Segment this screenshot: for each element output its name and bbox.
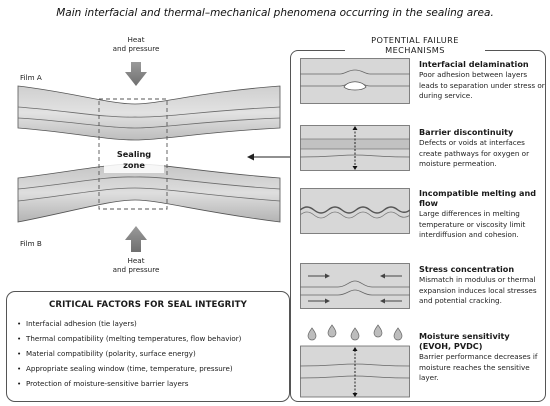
heat-label-bottom-line2: and pressure	[112, 265, 160, 274]
mechanism-1-desc: Poor adhesion between layers leads to se…	[419, 70, 545, 100]
sealing-zone-line2: zone	[123, 160, 145, 170]
list-item: Thermal compatibility (melting temperatu…	[17, 331, 279, 346]
figure-title: Main interfacial and thermal–mechanical …	[56, 7, 494, 19]
mechanism-3-title: Incompatible melting and flow	[419, 188, 537, 208]
failure-mechanisms-heading: POTENTIAL FAILURE MECHANISMS	[345, 35, 485, 55]
stress-concentration-illustration	[300, 263, 410, 309]
film-b-label: Film B	[20, 239, 42, 248]
water-drop-icon	[373, 324, 383, 338]
heat-label-top-line1: Heat	[127, 35, 145, 44]
mechanism-5-title: Moisture sensitivity (EVOH, PVDC)	[419, 331, 510, 351]
water-drop-icon	[327, 324, 337, 338]
mechanism-3-desc: Large differences in melting temperature…	[419, 209, 526, 239]
mechanism-4-title: Stress concentration	[419, 264, 515, 274]
delamination-illustration	[300, 58, 410, 104]
critical-factors-heading: CRITICAL FACTORS FOR SEAL INTEGRITY	[49, 300, 247, 310]
water-drop-icon	[393, 327, 403, 341]
melting-flow-illustration	[300, 188, 410, 234]
critical-factors-list: Interfacial adhesion (tie layers) Therma…	[17, 316, 279, 391]
heat-arrow-top	[125, 62, 147, 86]
mechanism-5-desc: Barrier performance decreases if moistur…	[419, 352, 538, 382]
water-drop-icon	[307, 327, 317, 341]
heat-arrow-bottom	[125, 226, 147, 252]
heat-label-top-line2: and pressure	[112, 44, 160, 53]
sealing-diagram	[17, 62, 290, 252]
sealing-zone-box	[98, 98, 168, 210]
sealing-zone-label: Sealing zone	[104, 149, 164, 171]
heat-label-bottom-line1: Heat	[127, 256, 145, 265]
sealing-zone-line1: Sealing	[116, 149, 152, 159]
heat-label-top: Heat and pressure	[106, 35, 166, 53]
list-item: Material compatibility (polarity, surfac…	[17, 346, 279, 361]
moisture-sensitivity-illustration	[300, 324, 410, 398]
mechanism-1-title: Interfacial delamination	[419, 59, 529, 69]
barrier-discontinuity-illustration	[300, 125, 410, 171]
heat-label-bottom: Heat and pressure	[106, 256, 166, 274]
list-item: Appropriate sealing window (time, temper…	[17, 361, 279, 376]
water-drop-icon	[350, 327, 360, 341]
mechanism-4-desc: Mismatch in modulus or thermal expansion…	[419, 275, 537, 305]
list-item: Interfacial adhesion (tie layers)	[17, 316, 279, 331]
film-a-label: Film A	[20, 73, 42, 82]
mechanism-2-title: Barrier discontinuity	[419, 127, 514, 137]
film-a	[17, 85, 281, 141]
mechanism-2-desc: Defects or voids at interfaces create pa…	[419, 138, 530, 168]
critical-factors-box: CRITICAL FACTORS FOR SEAL INTEGRITY Inte…	[6, 291, 290, 402]
list-item: Protection of moisture-sensitive barrier…	[17, 376, 279, 391]
